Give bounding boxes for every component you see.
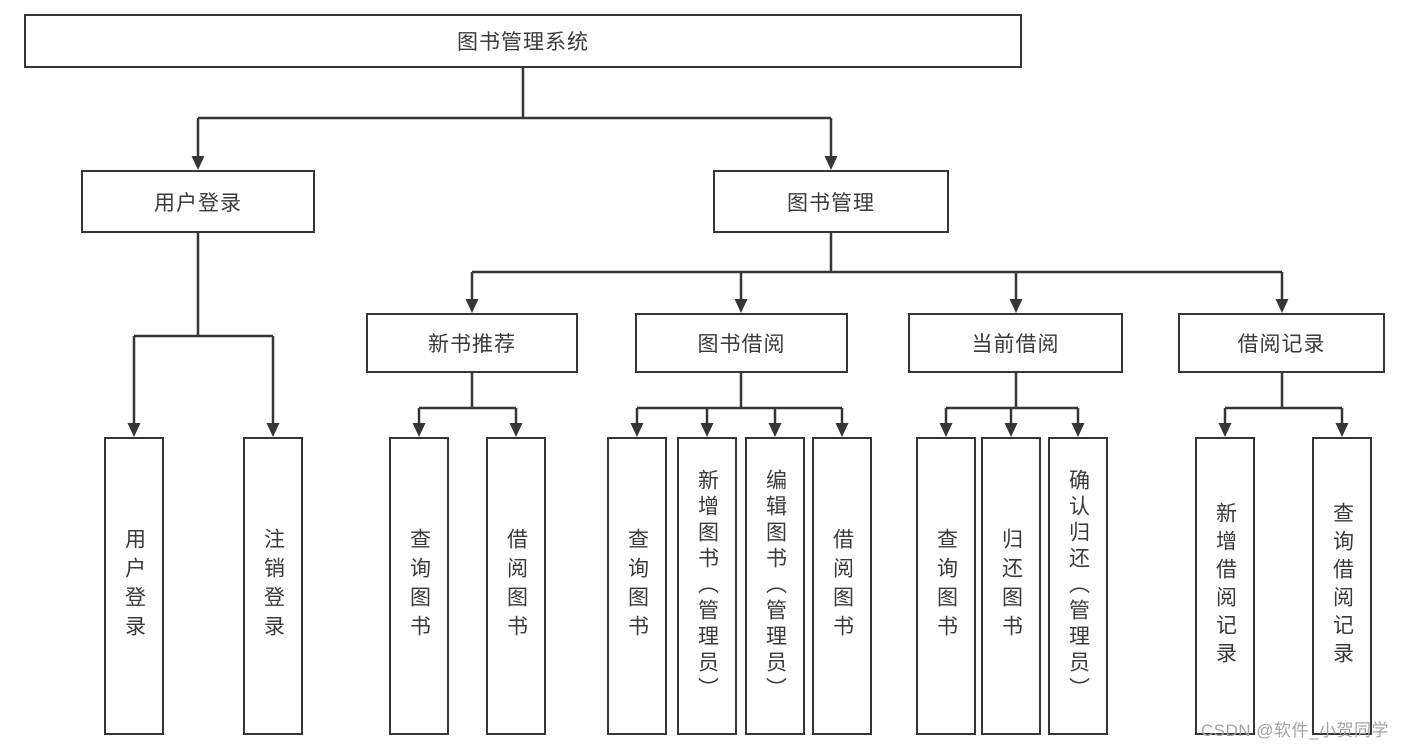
node-leaf-recommend-query-books: 查询图书: [389, 437, 449, 735]
node-current-borrow: 当前借阅: [908, 313, 1123, 373]
connector-root-to-level1: [191, 68, 838, 170]
node-leaf-edit-books-admin-label: 编辑图书（管理员）: [763, 469, 787, 703]
connector-user-login-to-leaves: [127, 233, 280, 437]
node-leaf-add-books-admin: 新增图书（管理员）: [677, 437, 737, 735]
connector-book-management-to-level2: [465, 233, 1289, 313]
node-leaf-recommend-borrow-books: 借阅图书: [486, 437, 546, 735]
connector-borrow-records-to-leaves: [1218, 373, 1349, 437]
node-leaf-borrow-borrow-books: 借阅图书: [812, 437, 872, 735]
node-leaf-borrow-query-books-label: 查询图书: [625, 528, 649, 644]
node-leaf-edit-books-admin: 编辑图书（管理员）: [745, 437, 805, 735]
node-leaf-borrow-borrow-books-label: 借阅图书: [830, 528, 854, 644]
node-book-borrow: 图书借阅: [635, 313, 848, 373]
node-leaf-recommend-query-books-label: 查询图书: [407, 528, 431, 644]
connector-recommend-to-leaves: [412, 373, 523, 437]
node-new-book-recommend: 新书推荐: [366, 313, 578, 373]
node-leaf-logout-label: 注销登录: [261, 528, 285, 644]
node-user-login-label: 用户登录: [154, 191, 242, 215]
node-leaf-query-borrow-record-label: 查询借阅记录: [1330, 502, 1354, 670]
node-leaf-borrow-query-books: 查询图书: [607, 437, 667, 735]
node-library-management-system: 图书管理系统: [24, 14, 1022, 68]
node-leaf-return-books: 归还图书: [981, 437, 1041, 735]
node-leaf-query-borrow-record: 查询借阅记录: [1312, 437, 1372, 735]
node-new-book-recommend-label: 新书推荐: [428, 333, 516, 356]
node-leaf-add-books-admin-label: 新增图书（管理员）: [695, 469, 719, 703]
node-leaf-recommend-borrow-books-label: 借阅图书: [504, 528, 528, 644]
node-book-borrow-label: 图书借阅: [697, 333, 786, 356]
connector-current-borrow-to-leaves: [939, 373, 1085, 437]
node-library-management-system-label: 图书管理系统: [457, 31, 589, 54]
node-leaf-return-books-label: 归还图书: [999, 528, 1023, 644]
node-leaf-add-borrow-record-label: 新增借阅记录: [1213, 502, 1237, 670]
connector-book-borrow-to-leaves: [630, 373, 849, 437]
node-book-management-label: 图书管理: [787, 191, 875, 215]
node-leaf-current-query-books-label: 查询图书: [934, 528, 958, 644]
node-leaf-confirm-return-admin-label: 确认归还（管理员）: [1066, 469, 1090, 703]
node-leaf-logout: 注销登录: [243, 437, 303, 735]
csdn-watermark: CSDN @软件_小贺同学: [1200, 721, 1389, 740]
node-user-login: 用户登录: [81, 170, 315, 233]
node-leaf-user-login-label: 用户登录: [122, 528, 146, 644]
node-leaf-user-login: 用户登录: [104, 437, 164, 735]
node-borrow-records-label: 借阅记录: [1237, 333, 1326, 356]
node-current-borrow-label: 当前借阅: [971, 333, 1060, 356]
node-leaf-current-query-books: 查询图书: [916, 437, 976, 735]
node-leaf-confirm-return-admin: 确认归还（管理员）: [1048, 437, 1108, 735]
node-book-management: 图书管理: [713, 170, 949, 233]
node-borrow-records: 借阅记录: [1178, 313, 1385, 373]
node-leaf-add-borrow-record: 新增借阅记录: [1195, 437, 1255, 735]
